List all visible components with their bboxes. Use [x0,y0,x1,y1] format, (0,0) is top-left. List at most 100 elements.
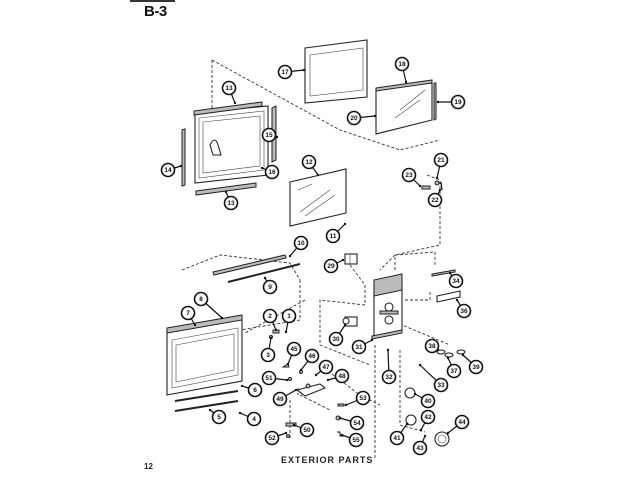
callout-47: 47 [314,359,334,377]
callout-label: 7 [186,310,190,317]
callout-21: 21 [433,152,449,180]
callout-label: 40 [424,398,432,405]
callout-bubble [261,127,277,143]
callout-label: 14 [164,167,172,174]
callout-54: 54 [338,415,365,431]
callout-bubble [160,162,176,178]
callout-bubble [323,258,339,274]
callout-leader-dot [326,378,330,382]
callout-label: 51 [265,375,273,382]
control-panel [371,273,403,340]
callout-bubble [401,167,417,183]
callout-label: 36 [460,308,468,315]
callout-11: 11 [325,222,347,244]
callout-leader-dot [316,173,320,177]
callout-leader-dot [370,338,374,342]
callout-leader-dot [448,271,452,275]
callout-bubble [394,56,410,72]
callout-label: 13 [227,200,235,207]
callout-label: 23 [405,172,413,179]
frame-trim-left [181,128,186,187]
lower-door-panel [166,314,243,396]
callout-label: 5 [217,414,221,421]
callout-label: 41 [393,435,401,442]
callout-bubble [193,291,209,307]
callout-label: 18 [398,61,406,68]
callout-label: 46 [308,353,316,360]
callout-leader-dot [275,135,279,139]
header-rule [130,0,175,2]
callout-bubble [448,273,464,289]
callout-leader-dot [274,328,278,332]
callout-14: 14 [160,162,183,178]
callout-45: 45 [286,341,302,366]
callout-37: 37 [446,356,462,379]
callout-label: 47 [322,364,330,371]
callout-bubble [261,370,277,386]
callout-leader-dot [302,68,306,72]
callout-bubble [348,432,364,448]
callout-label: 53 [359,395,367,402]
callout-bubble [293,235,309,251]
callout-leader-dot [404,80,408,84]
diagram-title: EXTERIOR PARTS [281,455,374,465]
callout-bubble [264,164,280,180]
hinge-clip [421,180,443,191]
callout-bubble [318,359,334,375]
callout-bubble [433,152,449,168]
door-rail-lower [227,263,301,283]
callout-leader-dot [269,336,273,340]
callout-bubble [301,154,317,170]
callout-39: 39 [461,353,484,375]
callout-leader-dot [423,434,427,438]
trim-strip-34 [431,269,456,277]
callout-23: 23 [401,167,422,188]
callout-label: 13 [225,85,233,92]
callout-leader-dot [413,392,417,396]
callout-leader-dot [263,276,267,280]
callout-label: 2 [268,313,272,320]
callout-bubble [264,430,280,446]
callout-4: 4 [238,411,262,427]
door-hinge-hardware [269,329,345,438]
callout-41: 41 [389,422,409,446]
callout-bubble [334,368,350,384]
callout-label: 52 [268,435,276,442]
callout-label: 19 [454,99,462,106]
callout-label: 44 [458,419,466,426]
callout-15: 15 [261,127,279,143]
callout-label: 10 [297,240,305,247]
callout-label: 12 [305,159,313,166]
callout-bubble [454,414,470,430]
callout-bubble [424,338,440,354]
callout-leader-dot [294,388,298,392]
callout-label: 42 [424,414,432,421]
callout-17: 17 [277,64,306,80]
callout-36: 36 [455,298,472,319]
callout-bubble [412,440,428,456]
callout-leader-dot [193,323,197,327]
callout-label: 17 [281,69,289,76]
callout-bubble [450,94,466,110]
callout-29: 29 [323,258,345,274]
callout-3: 3 [260,336,276,363]
callout-bubble [349,415,365,431]
callout-label: 55 [352,437,360,444]
callout-bubble [246,411,262,427]
callout-label: 29 [327,263,335,270]
callout-label: 11 [330,233,337,240]
callout-leader-dot [220,316,224,320]
callout-46: 46 [299,348,320,372]
callout-leader-dot [224,190,228,194]
page-number: 12 [144,462,153,471]
callout-bubble [468,359,484,375]
callout-bubble [420,393,436,409]
callout-16: 16 [260,164,280,180]
callout-leader-dot [284,330,288,334]
callout-34: 34 [448,271,464,289]
callout-bubble [381,369,397,385]
callout-label: 15 [265,132,273,139]
callout-leader-dot [260,166,264,170]
callout-label: 22 [431,197,439,204]
